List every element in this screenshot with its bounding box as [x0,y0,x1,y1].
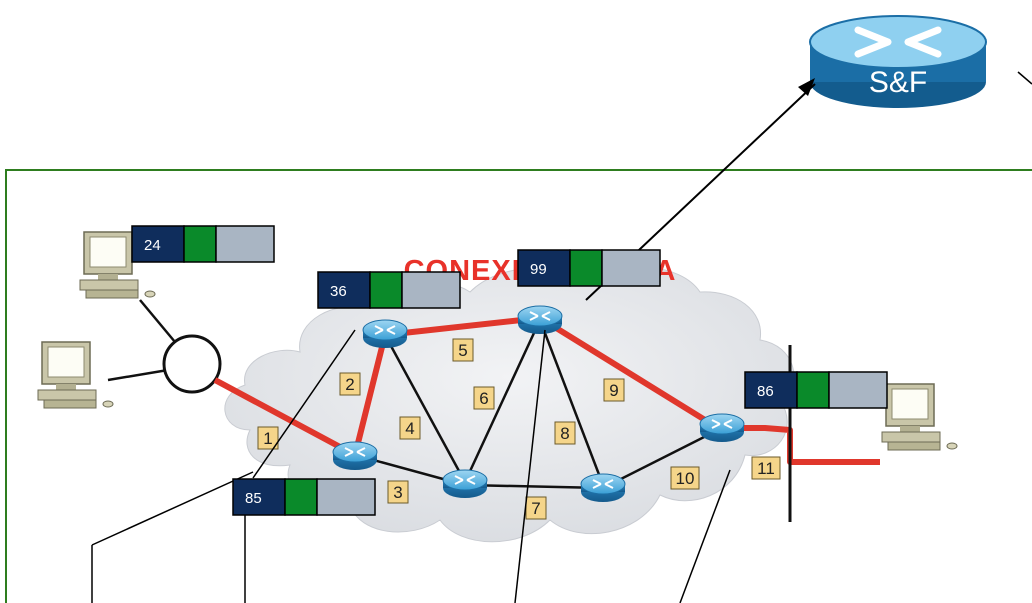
store-and-forward-router-icon: S&F [809,15,987,108]
packet-99: 99 [517,249,661,287]
network-frame [5,169,1032,603]
link-label-10: 10 [670,466,700,490]
link-label-6: 6 [473,386,495,410]
link-labels: 1 2 3 4 5 6 7 8 9 10 11 [257,338,781,520]
link-label-1: 1 [257,426,279,450]
link-label-4: 4 [399,416,421,440]
svg-text:7: 7 [531,499,540,518]
packet-86: 86 [744,371,888,409]
link-label-11: 11 [751,456,781,480]
sf-router-label: S&F [869,66,927,99]
computer-icon [37,341,114,409]
router-icon [332,441,378,471]
packet-number: 24 [144,237,161,254]
packet-85: 85 [232,478,376,516]
packet-24: 24 [131,225,275,263]
callout-lines [91,329,731,603]
packet-number: 36 [330,283,347,300]
packet-number: 86 [757,383,774,400]
packet-number: 99 [530,261,547,278]
link-label-3: 3 [387,480,409,504]
link-label-5: 5 [452,338,474,362]
sf-outgoing-line [1017,71,1032,85]
packet-36: 36 [317,271,461,309]
hub-icon [162,334,222,394]
svg-text:8: 8 [560,424,569,443]
router-icon [362,319,408,349]
svg-text:3: 3 [393,483,402,502]
arrowhead-icon [798,78,815,96]
svg-text:6: 6 [479,389,488,408]
link-label-9: 9 [603,378,625,402]
svg-text:10: 10 [676,469,695,488]
svg-text:2: 2 [345,375,354,394]
computer-icon [881,383,958,451]
svg-text:1: 1 [263,429,272,448]
svg-text:4: 4 [405,419,414,438]
router-icon [517,305,563,335]
svg-text:9: 9 [609,381,618,400]
link-label-7: 7 [525,496,547,520]
router-icon [699,413,745,443]
link-label-8: 8 [554,421,576,445]
link-label-2: 2 [339,372,361,396]
packet-number: 85 [245,490,262,507]
router-icon [442,469,488,499]
router-icon [580,473,626,503]
svg-text:5: 5 [458,341,467,360]
svg-text:11: 11 [757,459,775,478]
